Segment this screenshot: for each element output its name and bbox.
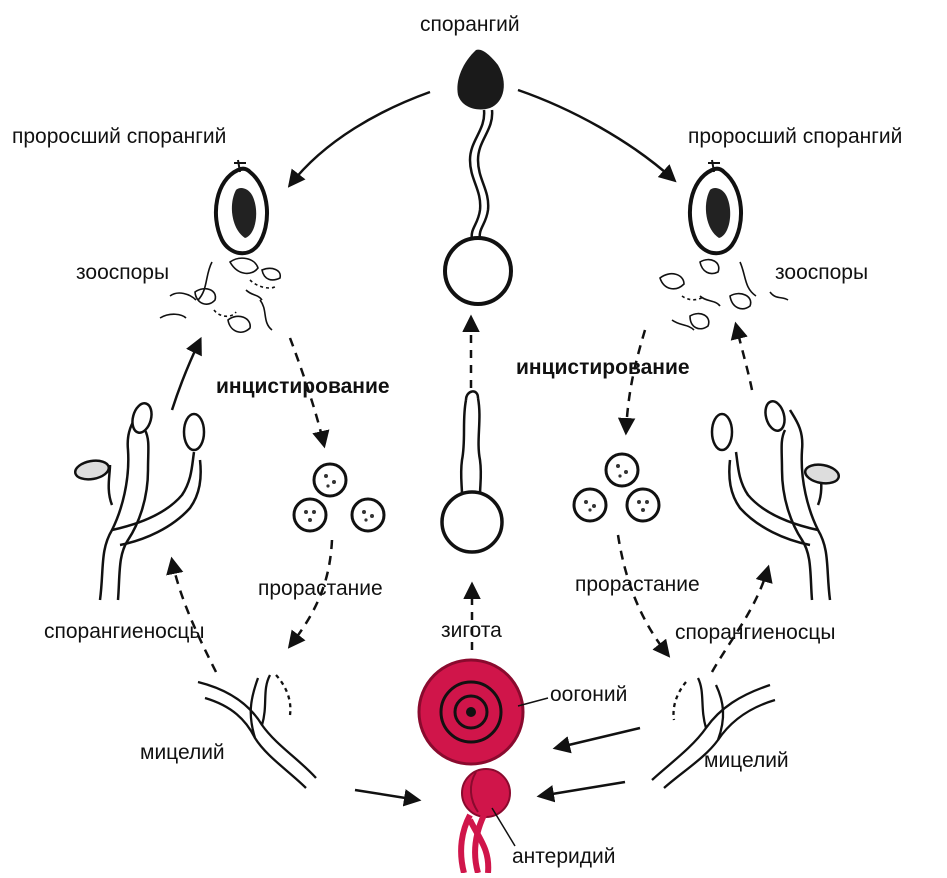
- label-sporangiophores-right: спорангиеносцы: [675, 622, 835, 643]
- right-sporangiophores: [712, 399, 840, 600]
- right-cysts: [574, 454, 659, 521]
- left-mycelium: [198, 675, 316, 788]
- arrow-right-mycelium-to-antheridium: [540, 782, 625, 796]
- arrow-left-mycelium-up: [172, 560, 216, 672]
- left-germinated-sporangium: [216, 160, 267, 253]
- top-sporangium: [445, 50, 511, 304]
- germinating-zygote: [442, 391, 502, 552]
- label-germinated-sporangium-left: проросший спорангий: [12, 126, 226, 147]
- label-zoospores-right: зооспоры: [775, 262, 868, 283]
- arrow-sporangium-to-left: [290, 92, 430, 185]
- label-sporangiophores-left: спорангиеносцы: [44, 621, 204, 642]
- label-sporangium: спорангий: [420, 14, 520, 35]
- arrow-right-mycelium-up: [712, 568, 768, 672]
- arrow-sporangium-to-right: [518, 90, 674, 180]
- right-zoospores: [660, 260, 788, 330]
- label-germinated-sporangium-right: проросший спорангий: [688, 126, 902, 147]
- left-cysts: [294, 464, 384, 531]
- label-zoospores-left: зооспоры: [76, 262, 169, 283]
- left-sporangiophores: [74, 401, 204, 600]
- label-antheridium: антеридий: [512, 846, 615, 867]
- arrow-right-mycelium-to-oogonium: [556, 728, 640, 748]
- arrow-right-sporangiophore-up: [736, 325, 752, 390]
- label-germination-left: прорастание: [258, 578, 383, 599]
- label-germination-right: прорастание: [575, 574, 700, 595]
- oogonium: [419, 660, 523, 764]
- label-mycelium-left: мицелий: [140, 742, 225, 763]
- label-oogonium: оогоний: [550, 684, 627, 705]
- arrow-left-mycelium-to-gametangia: [355, 790, 418, 800]
- label-encystment-left: инцистирование: [216, 376, 390, 397]
- label-mycelium-right: мицелий: [704, 750, 789, 771]
- right-germinated-sporangium: [690, 160, 741, 253]
- label-zygote: зигота: [441, 620, 502, 641]
- label-encystment-right: инцистирование: [516, 357, 690, 378]
- arrow-left-sporangiophore-up: [172, 340, 200, 410]
- left-zoospores: [160, 258, 280, 332]
- arrow-right-zoospores-encyst: [626, 330, 645, 432]
- antheridium: [461, 769, 510, 873]
